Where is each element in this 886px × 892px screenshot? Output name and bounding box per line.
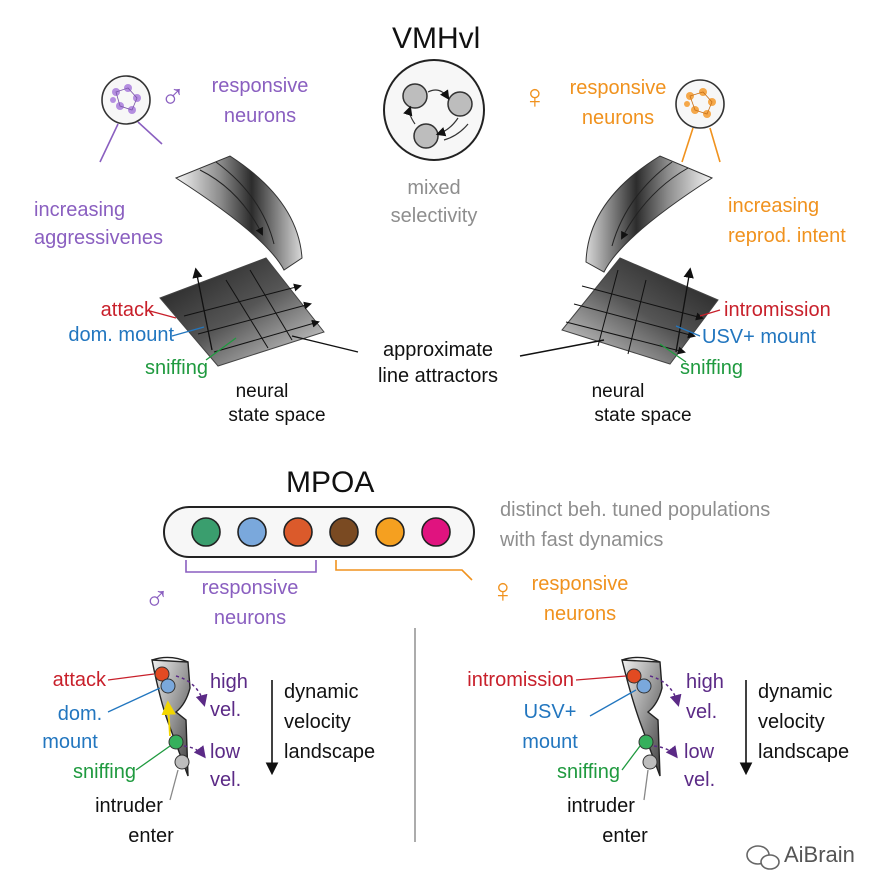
female-neural-label: neural <box>591 381 645 402</box>
population-dot <box>283 517 313 547</box>
mpoa-sniffing-label: sniffing <box>72 761 136 783</box>
sniffing-label: sniffing <box>144 357 208 379</box>
vmhvl-title: VMHvl <box>392 22 481 55</box>
approximate-label: approximate <box>382 339 494 361</box>
mpoa-enter-label-right: enter <box>602 825 648 847</box>
vmhvl-mixed-circle <box>383 59 485 161</box>
wechat-icon <box>746 845 780 870</box>
populations-note-line2: with fast dynamics <box>500 529 664 551</box>
intromission-label: intromission <box>724 299 831 321</box>
population-dot <box>329 517 359 547</box>
male-bracket <box>185 560 317 573</box>
female-low-label: low <box>684 741 715 763</box>
male-symbol-icon: ♂ <box>160 78 186 116</box>
female-landscape-line3: landscape <box>758 741 850 763</box>
female-neuron-cluster-icon <box>675 79 725 163</box>
mpoa-usv-label: USV+ <box>523 701 577 723</box>
female-landscape-line2: velocity <box>758 711 825 733</box>
sniffing-label-right: sniffing <box>680 357 744 379</box>
female-high-label: high <box>686 671 724 693</box>
female-bracket <box>335 560 473 581</box>
male-state-space-plane <box>159 257 325 367</box>
watermark: AiBrain <box>784 842 855 867</box>
attack-label: attack <box>100 299 154 321</box>
mpoa-intruder-label: intruder <box>95 795 163 817</box>
mpoa-dom-label: dom. <box>57 703 103 725</box>
usv-mount-pointer <box>675 325 701 337</box>
male-responsive-label: responsive <box>211 75 309 97</box>
mpoa-intruder-label-right: intruder <box>567 795 635 817</box>
population-dot <box>375 517 405 547</box>
mpoa-mount-label: mount <box>42 731 98 753</box>
sniffing-pointer <box>205 337 237 361</box>
dom-mount-label: dom. mount <box>68 324 174 346</box>
line-attractors-label: line attractors <box>377 365 499 387</box>
female-velocity-landscape <box>575 656 682 801</box>
female-neurons-label-bottom: neurons <box>543 603 617 625</box>
male-neurons-label-bottom: neurons <box>213 607 287 629</box>
female-symbol-icon: ♀ <box>522 78 548 116</box>
male-low-vel-label: vel. <box>210 769 242 791</box>
female-state-space-label: state space <box>594 405 692 426</box>
male-velocity-landscape <box>107 656 208 801</box>
mixed-label: mixed <box>407 177 461 199</box>
selectivity-label: selectivity <box>390 205 478 227</box>
mpoa-intromission-label: intromission <box>467 669 574 691</box>
usv-mount-label: USV+ mount <box>702 326 816 348</box>
population-dot <box>421 517 451 547</box>
female-state-space-plane <box>561 257 719 365</box>
dom-mount-pointer <box>171 326 205 337</box>
attack-pointer <box>149 310 177 319</box>
male-symbol-icon-bottom: ♂ <box>144 580 170 618</box>
sniffing-pointer-right <box>659 343 687 363</box>
female-symbol-icon-bottom: ♀ <box>490 572 516 610</box>
female-low-vel-label: vel. <box>684 769 716 791</box>
mpoa-population-bar <box>163 506 475 558</box>
female-neurons-label: neurons <box>581 107 655 129</box>
mpoa-enter-label: enter <box>128 825 174 847</box>
male-landscape-line1: dynamic <box>284 681 359 703</box>
populations-note-line1: distinct beh. tuned populations <box>500 499 771 521</box>
male-curved-manifold <box>174 155 303 271</box>
male-neural-label: neural <box>235 381 289 402</box>
mpoa-title: MPOA <box>286 466 375 499</box>
female-landscape-line1: dynamic <box>758 681 833 703</box>
male-high-label: high <box>210 671 248 693</box>
female-increasing-label: increasing <box>728 195 820 217</box>
female-responsive-label-bottom: responsive <box>531 573 629 595</box>
attractor-pointer-left <box>291 335 359 353</box>
male-neurons-label: neurons <box>223 105 297 127</box>
population-dot <box>191 517 221 547</box>
male-high-vel-label: vel. <box>210 699 242 721</box>
male-low-label: low <box>210 741 241 763</box>
male-landscape-line3: landscape <box>284 741 376 763</box>
female-high-vel-label: vel. <box>686 701 718 723</box>
male-aggressiveness-label: aggressivenes <box>34 227 163 249</box>
mpoa-usv-mount-label: mount <box>522 731 578 753</box>
male-landscape-line2: velocity <box>284 711 351 733</box>
attractor-pointer-right <box>519 339 605 357</box>
male-responsive-label-bottom: responsive <box>201 577 299 599</box>
male-neuron-cluster-icon <box>99 75 163 163</box>
population-dot <box>237 517 267 547</box>
mpoa-sniffing-label-right: sniffing <box>556 761 620 783</box>
female-responsive-label: responsive <box>569 77 667 99</box>
male-state-space-label: state space <box>228 405 326 426</box>
female-reprod-intent-label: reprod. intent <box>728 225 846 247</box>
female-curved-manifold <box>585 155 714 273</box>
mpoa-attack-label: attack <box>52 669 106 691</box>
male-increasing-label: increasing <box>34 199 126 221</box>
intromission-pointer <box>699 309 721 317</box>
